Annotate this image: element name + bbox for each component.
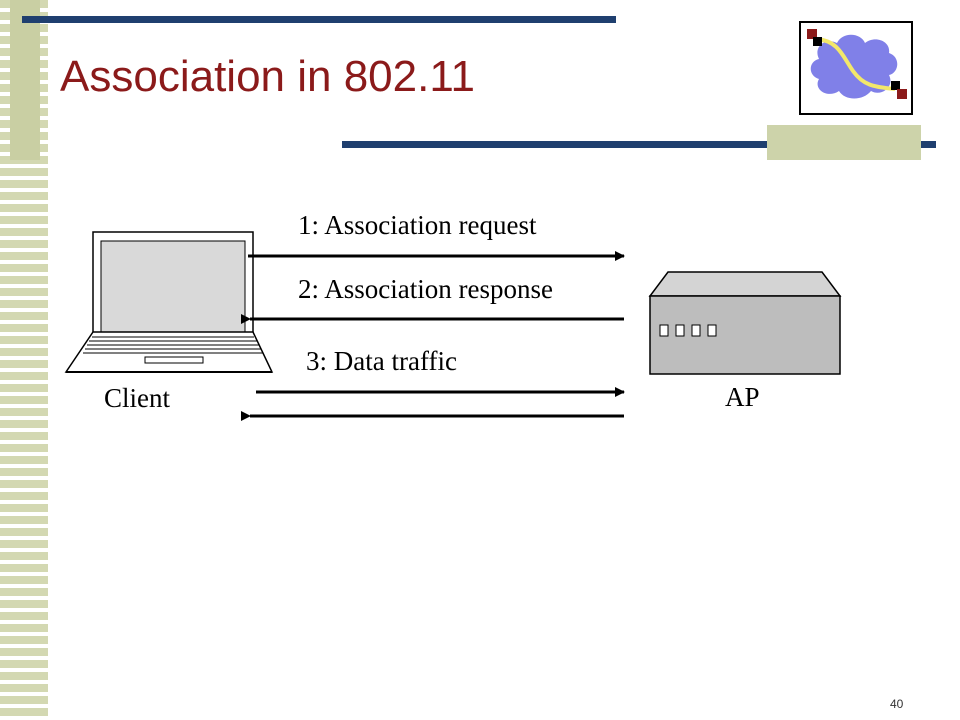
ap-label: AP (725, 382, 760, 412)
page-number: 40 (890, 697, 904, 711)
client-label: Client (104, 383, 170, 413)
message-label-association-request: 1: Association request (298, 210, 537, 240)
olive-accent-block (767, 125, 921, 160)
top-accent-bar (22, 16, 616, 23)
message-label-association-response: 2: Association response (298, 274, 553, 304)
slide-title: Association in 802.11 (60, 52, 476, 101)
left-decorative-block (10, 0, 40, 160)
title-underline-bar (342, 141, 936, 148)
laptop-icon (64, 231, 274, 373)
access-point-icon (648, 271, 842, 375)
message-label-data-traffic: 3: Data traffic (306, 346, 457, 376)
network-cloud-icon (799, 21, 913, 115)
